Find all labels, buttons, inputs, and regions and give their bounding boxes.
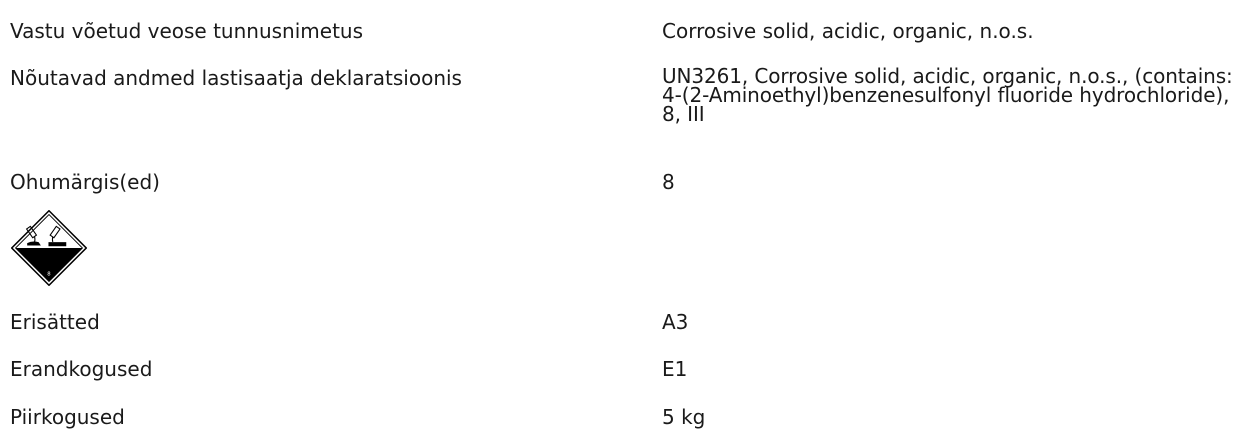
value-shipping-name: Corrosive solid, acidic, organic, n.o.s. — [662, 19, 1034, 43]
corrosive-hazard-diamond-icon: 8 — [11, 210, 87, 286]
value-hazard-labels: 8 — [662, 170, 675, 194]
hazard-class-number: 8 — [47, 271, 51, 277]
label-hazard-labels: Ohumärgis(ed) — [10, 170, 160, 194]
label-limited-quantities: Piirkogused — [10, 405, 125, 429]
value-excepted-quantities: E1 — [662, 357, 688, 381]
label-shipping-name: Vastu võetud veose tunnusnimetus — [10, 19, 364, 43]
value-limited-quantities: 5 kg — [662, 405, 706, 429]
label-excepted-quantities: Erandkogused — [10, 357, 153, 381]
label-declaration-data: Nõutavad andmed lastisaatja deklaratsioo… — [10, 66, 462, 90]
value-special-provisions: A3 — [662, 310, 689, 334]
value-declaration-data: UN3261, Corrosive solid, acidic, organic… — [662, 64, 1233, 126]
label-special-provisions: Erisätted — [10, 310, 100, 334]
corrosive-symbol — [25, 225, 67, 247]
